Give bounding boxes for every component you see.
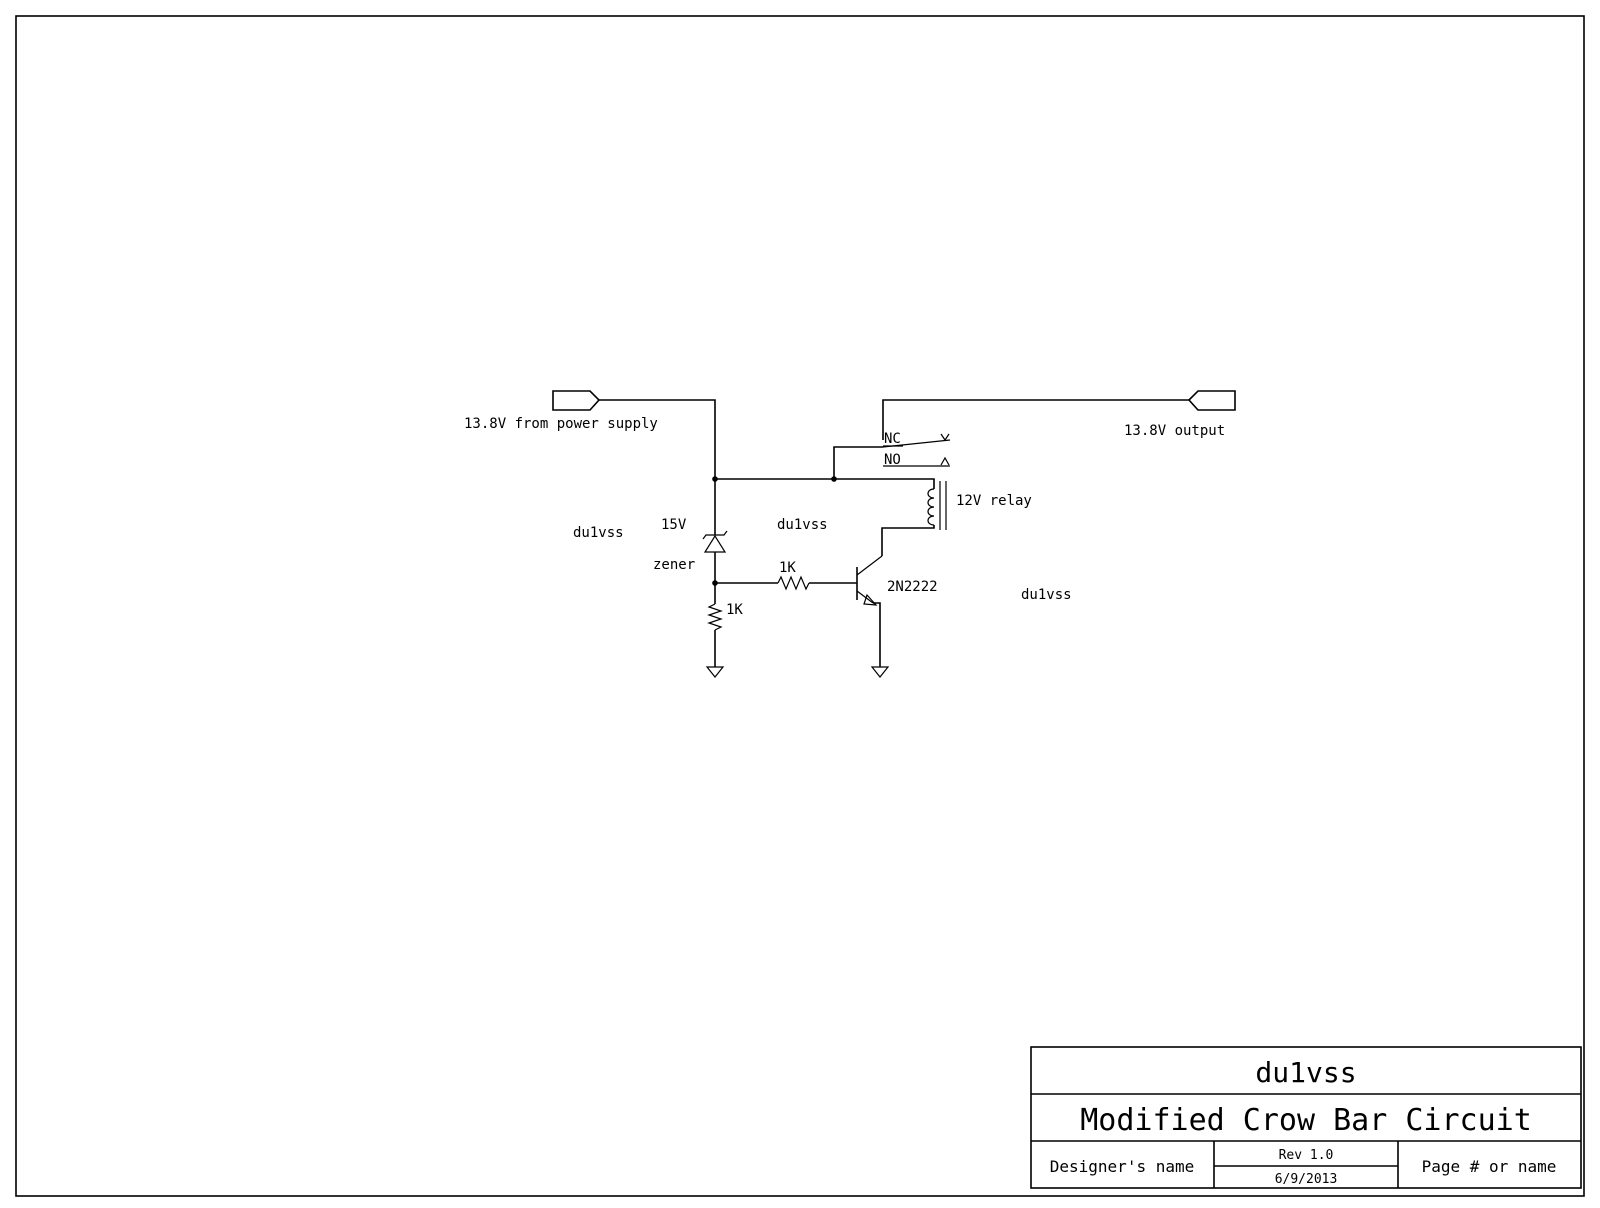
title-block-designer: Designer's name [1050, 1157, 1195, 1176]
output-port-label: 13.8V output [1124, 423, 1225, 439]
title-block-date: 6/9/2013 [1275, 1172, 1338, 1187]
relay-contact-nc: NC [884, 431, 901, 447]
zener-diode [703, 534, 727, 553]
ground-symbol-right [870, 666, 890, 678]
input-port-label: 13.8V from power supply [464, 416, 658, 432]
resistor-ground [707, 603, 723, 631]
relay-no-terminal [940, 456, 950, 466]
ground-symbol-left [705, 666, 725, 678]
resistor-base-label: 1K [779, 560, 796, 576]
watermark-label: du1vss [777, 517, 828, 533]
zener-type-label: zener [653, 557, 695, 573]
zener-voltage-label: 15V [661, 517, 687, 533]
sheet-border [15, 15, 1585, 1197]
relay-contact-no: NO [884, 452, 901, 468]
resistor-base [777, 575, 810, 591]
title-block-frame [1030, 1046, 1582, 1189]
wire-output [882, 399, 1189, 440]
wire-coil-bottom [881, 525, 935, 556]
relay-name-label: 12V relay [956, 493, 1032, 509]
wire-emitter-ground [873, 602, 881, 667]
title-block-company: du1vss [1255, 1056, 1356, 1089]
relay-nc-terminal [940, 433, 950, 442]
zener-bar [702, 530, 728, 540]
title-block-title: Modified Crow Bar Circuit [1080, 1103, 1532, 1138]
title-block-revision: Rev 1.0 [1279, 1148, 1334, 1163]
resistor-ground-label: 1K [726, 602, 743, 618]
watermark-label: du1vss [573, 525, 624, 541]
input-port [552, 390, 601, 411]
title-block: du1vss Modified Crow Bar Circuit Designe… [1030, 1046, 1582, 1189]
transistor-emitter [856, 590, 874, 604]
relay-coil [927, 488, 935, 526]
wire-input [599, 399, 716, 479]
wire-relay-common [833, 446, 883, 479]
watermark-label: du1vss [1021, 587, 1072, 603]
wire-coil-top [834, 478, 935, 489]
title-block-page: Page # or name [1422, 1157, 1557, 1176]
transistor-emitter-arrow [863, 593, 878, 606]
output-port [1187, 390, 1236, 411]
transistor-label: 2N2222 [887, 579, 938, 595]
transistor-collector [856, 555, 883, 576]
